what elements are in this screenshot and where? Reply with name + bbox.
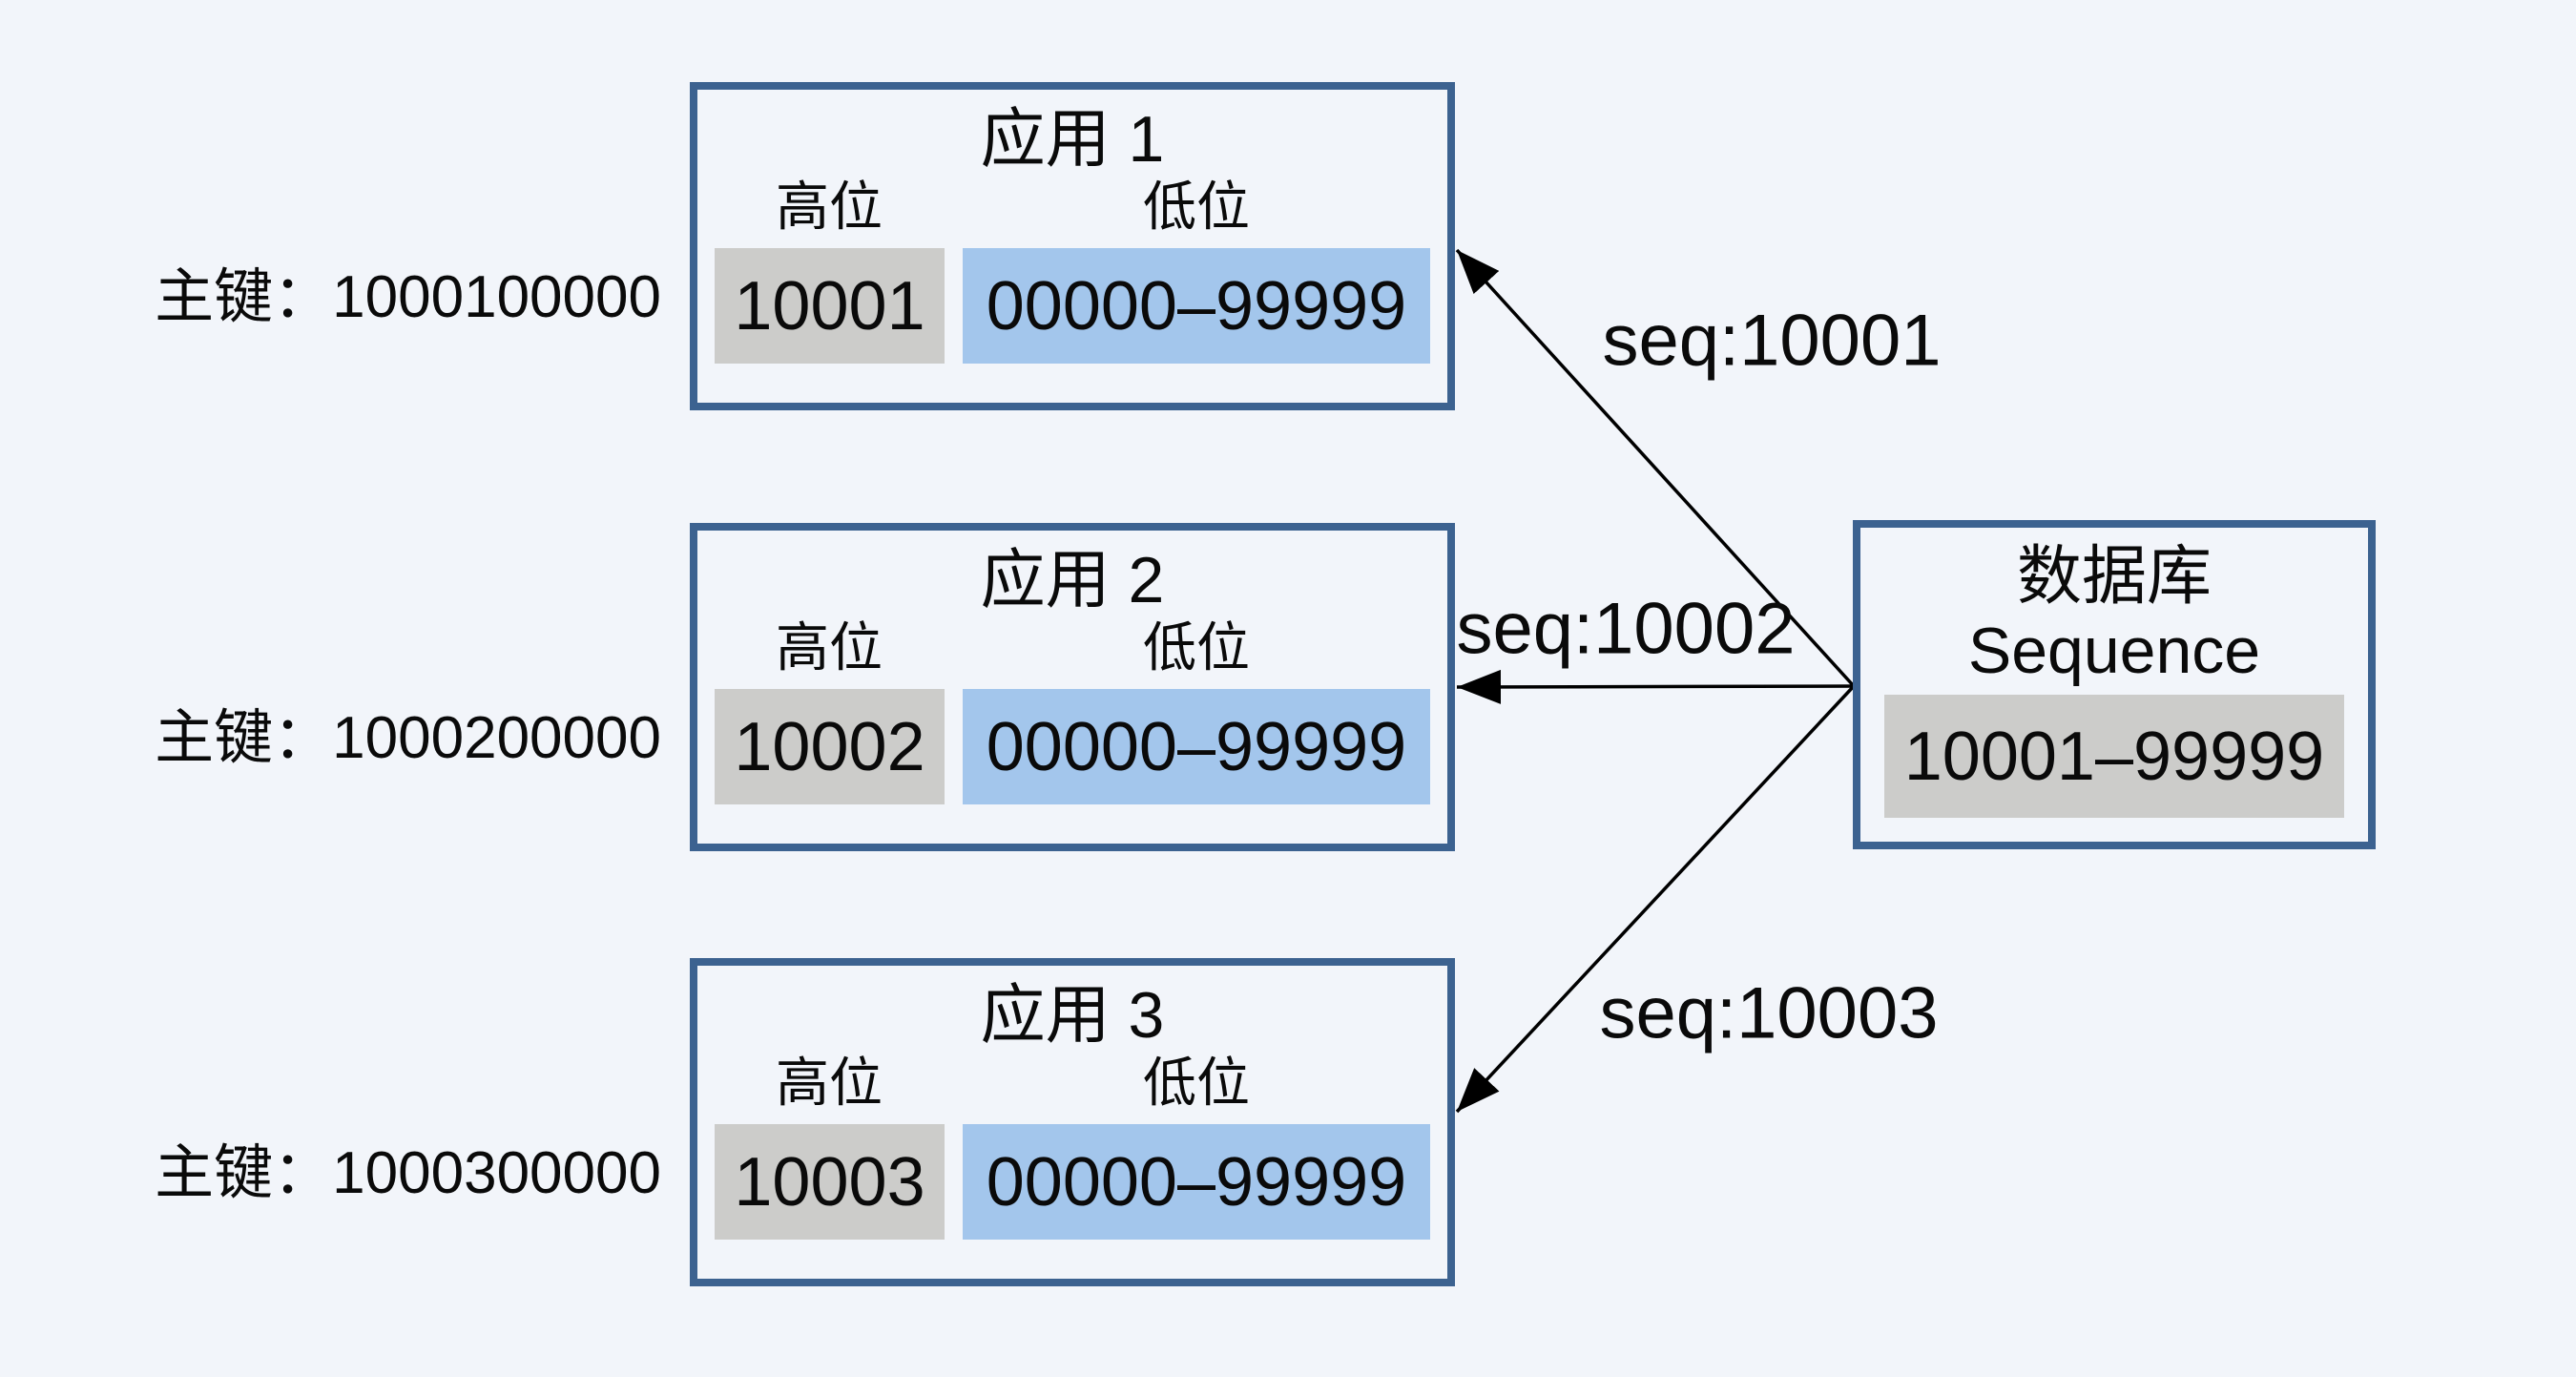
low-bits-label-3: 低位 [1143,1053,1250,1113]
low-bits-label-1: 低位 [1143,177,1250,237]
database-box: 数据库 Sequence 10001–99999 [1853,520,2376,849]
high-bits-label-2: 高位 [776,617,883,678]
app-box-3: 应用 3 高位 低位 10003 00000–99999 [690,958,1455,1286]
primary-key-label-2: 主键：1000200000 [155,705,661,771]
app-title-2: 应用 2 [980,544,1165,616]
app-title-3: 应用 3 [980,979,1165,1052]
seq-arrow-label-3: seq:10003 [1599,972,1939,1054]
database-sequence-range: 10001–99999 [1884,695,2344,818]
seq-arrow-2 [1456,669,1855,704]
high-bits-value-3: 10003 [715,1124,945,1240]
seq-arrow-3 [1455,684,1856,1114]
primary-key-label-1: 主键：1000100000 [155,264,661,330]
app-box-2: 应用 2 高位 低位 10002 00000–99999 [690,523,1455,851]
high-bits-label-3: 高位 [776,1053,883,1113]
database-title: 数据库 Sequence [1860,539,2368,688]
app-title-1: 应用 1 [980,103,1165,176]
high-bits-label-1: 高位 [776,177,883,237]
seq-arrow-label-1: seq:10001 [1602,300,1942,382]
high-bits-value-2: 10002 [715,689,945,804]
low-bits-range-2: 00000–99999 [963,689,1430,804]
seq-arrow-label-2: seq:10002 [1456,588,1796,670]
low-bits-range-1: 00000–99999 [963,248,1430,364]
primary-key-label-3: 主键：1000300000 [155,1140,661,1206]
database-title-line1: 数据库 [2016,540,2212,613]
app-box-1: 应用 1 高位 低位 10001 00000–99999 [690,82,1455,410]
seq-arrow-1 [1455,248,1856,688]
high-bits-value-1: 10001 [715,248,945,364]
database-title-line2: Sequence [1967,615,2261,687]
low-bits-label-2: 低位 [1143,617,1250,678]
low-bits-range-3: 00000–99999 [963,1124,1430,1240]
